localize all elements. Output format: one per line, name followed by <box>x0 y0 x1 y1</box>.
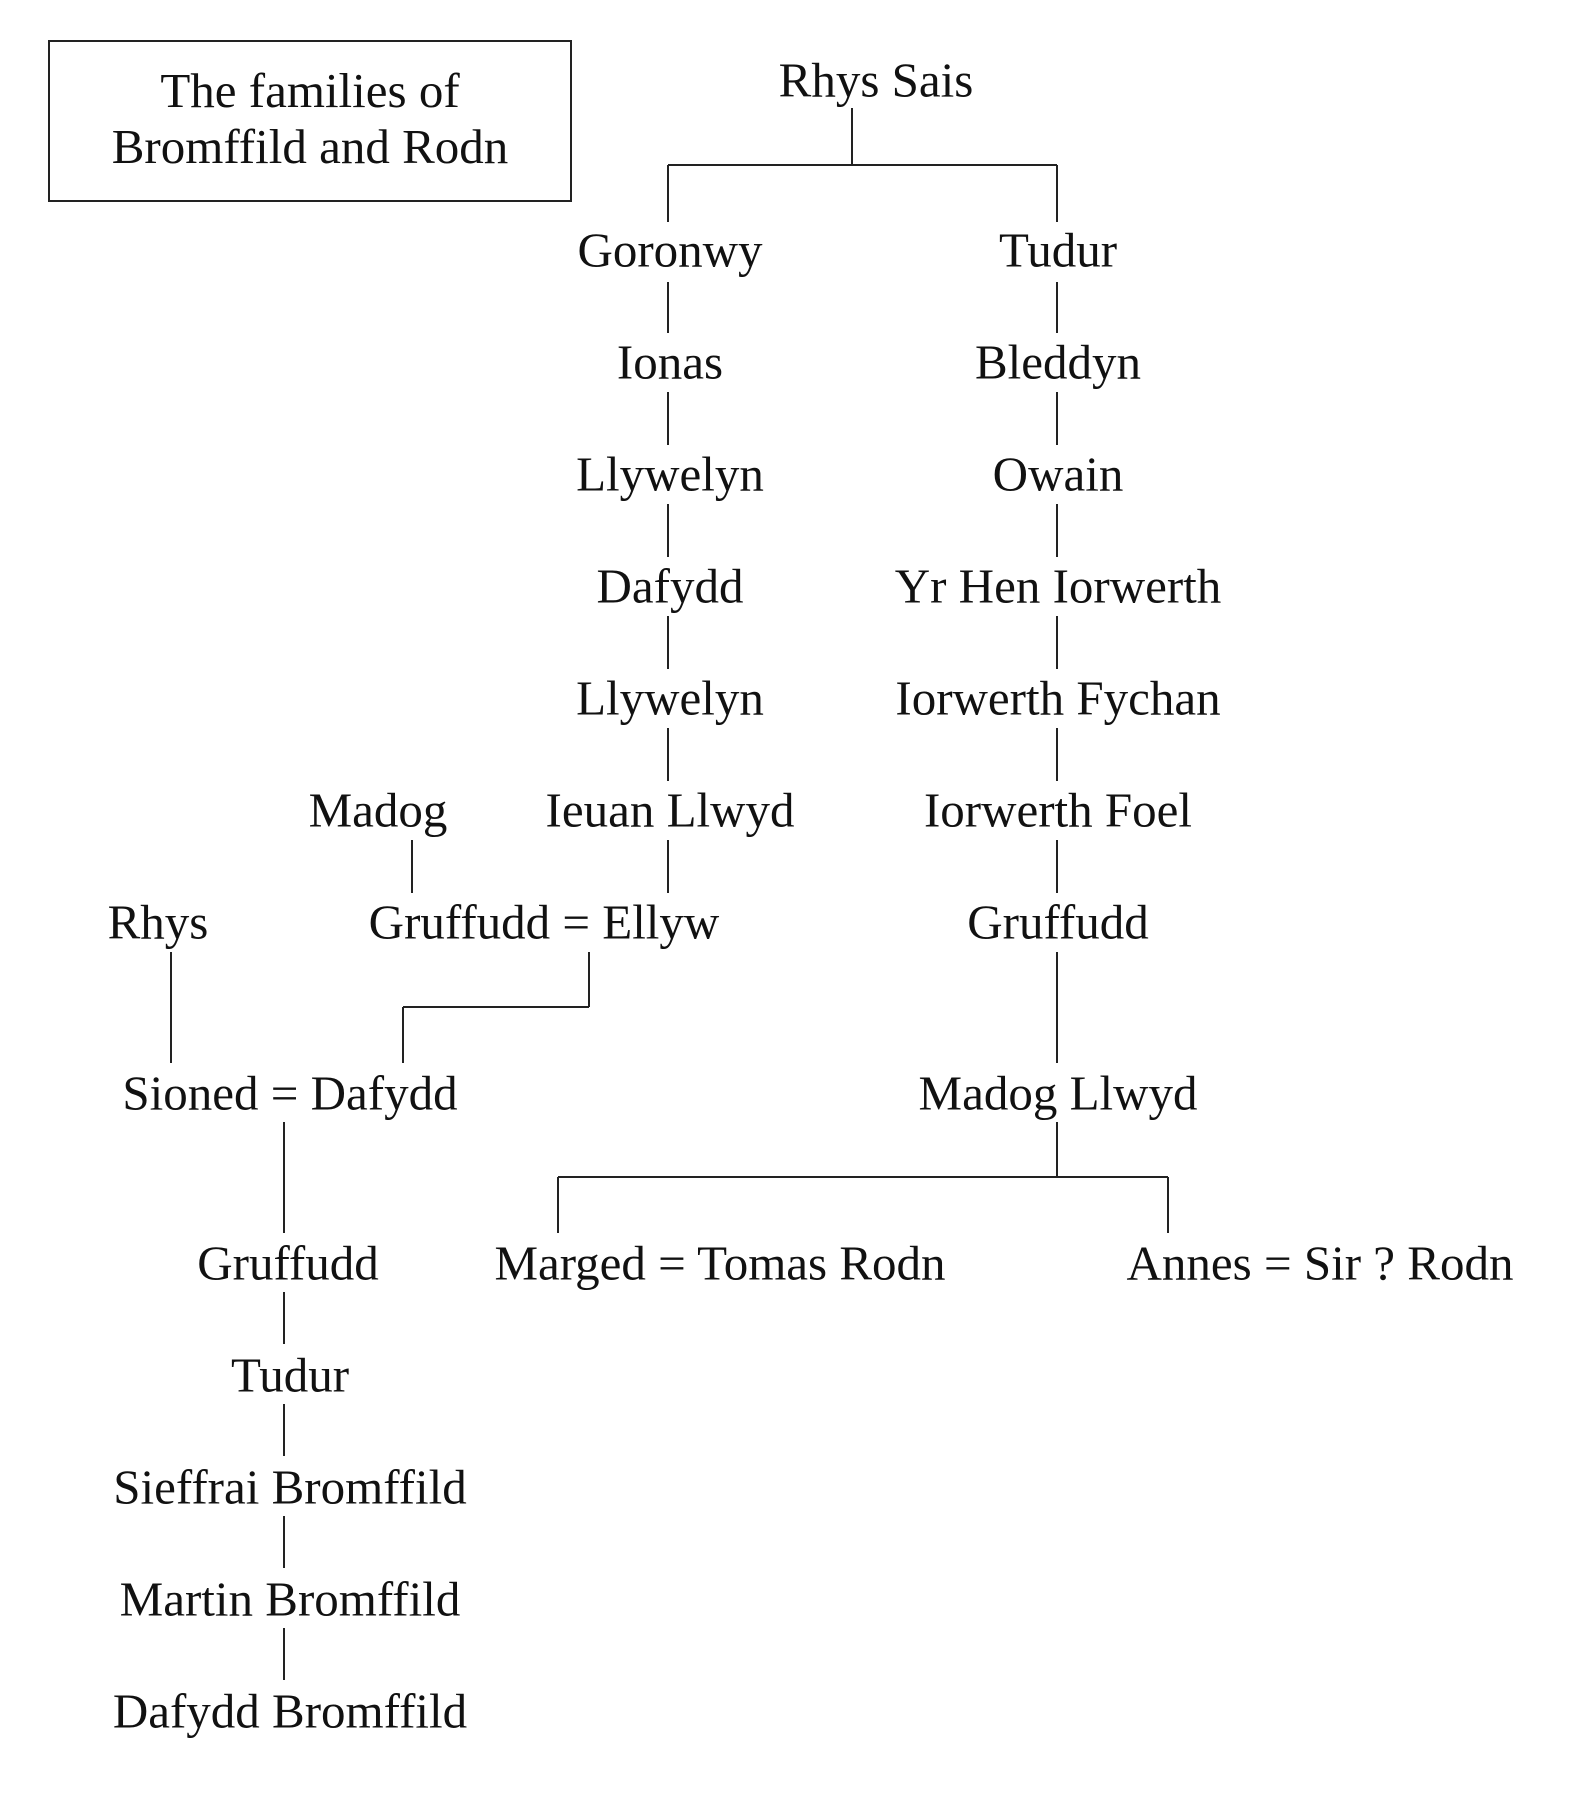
couple-gruffudd-ellyw: Gruffudd = Ellyw <box>368 894 720 950</box>
person-madog-llwyd: Madog Llwyd <box>918 1065 1198 1121</box>
person-sieffrai-bromffild: Sieffrai Bromffild <box>113 1459 467 1515</box>
person-tudur-2: Tudur <box>230 1347 350 1403</box>
line-rhys-sais-branch <box>667 108 1058 222</box>
person-owain: Owain <box>992 446 1124 502</box>
line-ellyw-dafydd <box>402 952 590 1063</box>
person-gruffudd-2: Gruffudd <box>967 894 1149 950</box>
person-bleddyn: Bleddyn <box>974 334 1142 390</box>
title-line-2: Bromffild and Rodn <box>111 119 509 174</box>
person-dafydd-bromffild: Dafydd Bromffild <box>112 1683 468 1739</box>
person-gruffudd-3: Gruffudd <box>197 1235 379 1291</box>
title-box: The families of Bromffild and Rodn <box>48 40 572 202</box>
person-rhys: Rhys <box>107 894 209 950</box>
title-line-1: The families of <box>160 63 460 118</box>
couple-annes-sir: Annes = Sir ? Rodn <box>1126 1235 1514 1291</box>
person-dafydd-1: Dafydd <box>596 558 744 614</box>
person-yr-hen-iorwerth: Yr Hen Iorwerth <box>894 558 1222 614</box>
person-tudur: Tudur <box>998 222 1118 278</box>
line-madog-llwyd-branch <box>557 1122 1169 1233</box>
person-martin-bromffild: Martin Bromffild <box>119 1571 461 1627</box>
couple-marged-tomas: Marged = Tomas Rodn <box>494 1235 946 1291</box>
person-ionas: Ionas <box>616 334 724 390</box>
person-goronwy: Goronwy <box>577 222 763 278</box>
person-rhys-sais: Rhys Sais <box>778 52 974 108</box>
person-iorwerth-foel: Iorwerth Foel <box>923 782 1193 838</box>
couple-sioned-dafydd: Sioned = Dafydd <box>122 1065 458 1121</box>
person-ieuan-llwyd: Ieuan Llwyd <box>545 782 795 838</box>
person-llywelyn-1: Llywelyn <box>576 446 764 502</box>
person-iorwerth-fychan: Iorwerth Fychan <box>895 670 1221 726</box>
person-llywelyn-2: Llywelyn <box>576 670 764 726</box>
person-madog: Madog <box>308 782 448 838</box>
